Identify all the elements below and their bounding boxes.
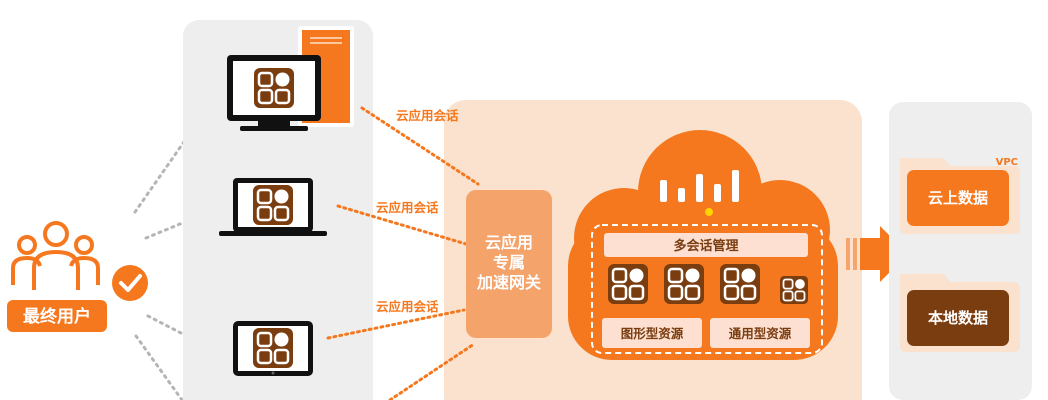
end-user-group: 最终用户 [7,221,148,332]
gateway-line-3: 加速网关 [476,273,541,292]
desktop-device [227,26,354,131]
app-grid-icon [252,66,296,110]
gateway-line-1: 云应用 [485,233,533,252]
acceleration-gateway: 云应用 专属 加速网关 [466,190,552,338]
arrow-right-icon [846,226,908,282]
local-folder: 本地数据 [900,274,1020,352]
cloud-app-icon-3 [718,262,762,306]
end-user-badge [7,300,107,332]
cloud-app-icon-4 [779,275,809,305]
cloud-app-icon-1 [606,262,650,306]
laptop-device [219,178,327,236]
graphic-resource-label: 图形型资源 [621,326,684,341]
tablet-device [233,321,313,376]
general-resource-label: 通用型资源 [729,326,792,341]
session-label-1: 云应用会话 [396,108,459,123]
cloud-app-icon-2 [662,262,706,306]
vpc-label: VPC [996,157,1018,168]
cloud-data-box [907,170,1009,226]
local-data-box [907,290,1009,346]
vpc-folder: VPC 云上数据 [900,157,1020,234]
session-manager-container [591,224,823,354]
app-grid-icon [251,326,295,370]
storage-panel [889,102,1032,400]
app-grid-icon [251,183,295,227]
general-resource-box [710,318,810,348]
multi-session-manager [604,233,808,257]
end-user-label: 最终用户 [23,306,91,327]
check-circle-icon [112,265,148,301]
gateway-line-2: 专属 [493,253,525,272]
session-connections [326,106,480,400]
graphic-resource-box [602,318,702,348]
cloud-data-label: 云上数据 [928,189,988,207]
users-icon [11,221,100,290]
session-label-3: 云应用会话 [376,299,439,314]
cloud-logo-icon [660,170,739,216]
session-label-2: 云应用会话 [376,200,439,215]
local-data-label: 本地数据 [928,309,988,327]
multi-session-manager-label: 多会话管理 [673,238,738,254]
